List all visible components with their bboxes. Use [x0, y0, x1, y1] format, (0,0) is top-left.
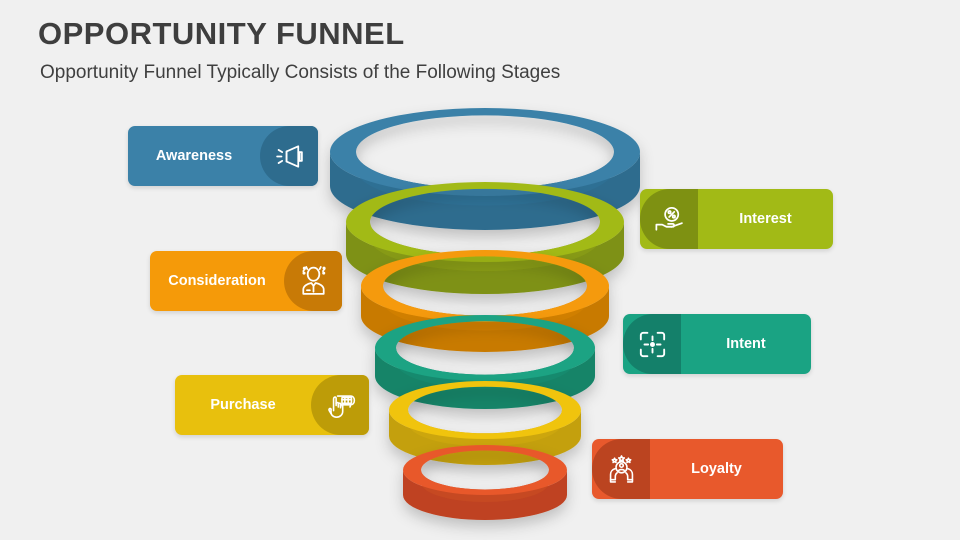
ring-outer-wall: [375, 348, 595, 409]
stage-card-loyalty[interactable]: Loyalty: [592, 439, 783, 499]
stage-card-awareness[interactable]: Awareness: [128, 126, 318, 186]
hands-person-stars-icon: [592, 439, 650, 499]
funnel-ring-interest: [346, 182, 624, 294]
stage-card-interest[interactable]: Interest: [640, 189, 833, 249]
stage-card-intent[interactable]: Intent: [623, 314, 811, 374]
stage-label: Consideration: [168, 273, 266, 289]
ring-inner-wall: [383, 286, 587, 331]
funnel-ring-awareness: [330, 108, 640, 230]
ring-outer-wall: [361, 286, 609, 352]
ring-top-face: [389, 381, 581, 439]
ring-top-face: [361, 250, 609, 322]
ring-outer-wall: [389, 410, 581, 465]
ring-top-face: [374, 314, 596, 382]
ring-inner-wall: [396, 348, 574, 389]
ring-outer-wall: [346, 222, 624, 294]
page-title: OPPORTUNITY FUNNEL: [38, 16, 405, 51]
ring-outer-wall: [330, 152, 640, 230]
ring-inner-wall: [356, 152, 614, 206]
stage-label: Intent: [726, 336, 766, 352]
ring-top-face: [403, 445, 567, 495]
hand-click-cart-icon: [311, 375, 369, 435]
ring-inner-wall: [408, 410, 562, 447]
stage-card-purchase[interactable]: Purchase: [175, 375, 369, 435]
funnel-ring-intent: [374, 314, 596, 409]
stage-label: Loyalty: [691, 461, 742, 477]
funnel-ring-consideration: [361, 250, 609, 352]
stage-label: Purchase: [210, 397, 276, 413]
ring-top-face: [346, 182, 624, 262]
target-crosshair-icon: [623, 314, 681, 374]
page-subtitle: Opportunity Funnel Typically Consists of…: [40, 62, 561, 83]
person-thinking-icon: [284, 251, 342, 311]
funnel-ring-purchase: [389, 381, 581, 465]
ring-outer-wall: [403, 470, 567, 520]
ring-top-face: [330, 108, 640, 196]
funnel-ring-loyalty: [403, 445, 567, 520]
stage-label: Awareness: [155, 148, 233, 164]
stage-label: Interest: [739, 211, 792, 227]
hand-percent-coin-icon: [640, 189, 698, 249]
megaphone-icon: [260, 126, 318, 186]
ring-inner-wall: [421, 470, 549, 503]
stage-card-consideration[interactable]: Consideration: [150, 251, 342, 311]
ring-inner-wall: [370, 222, 600, 272]
